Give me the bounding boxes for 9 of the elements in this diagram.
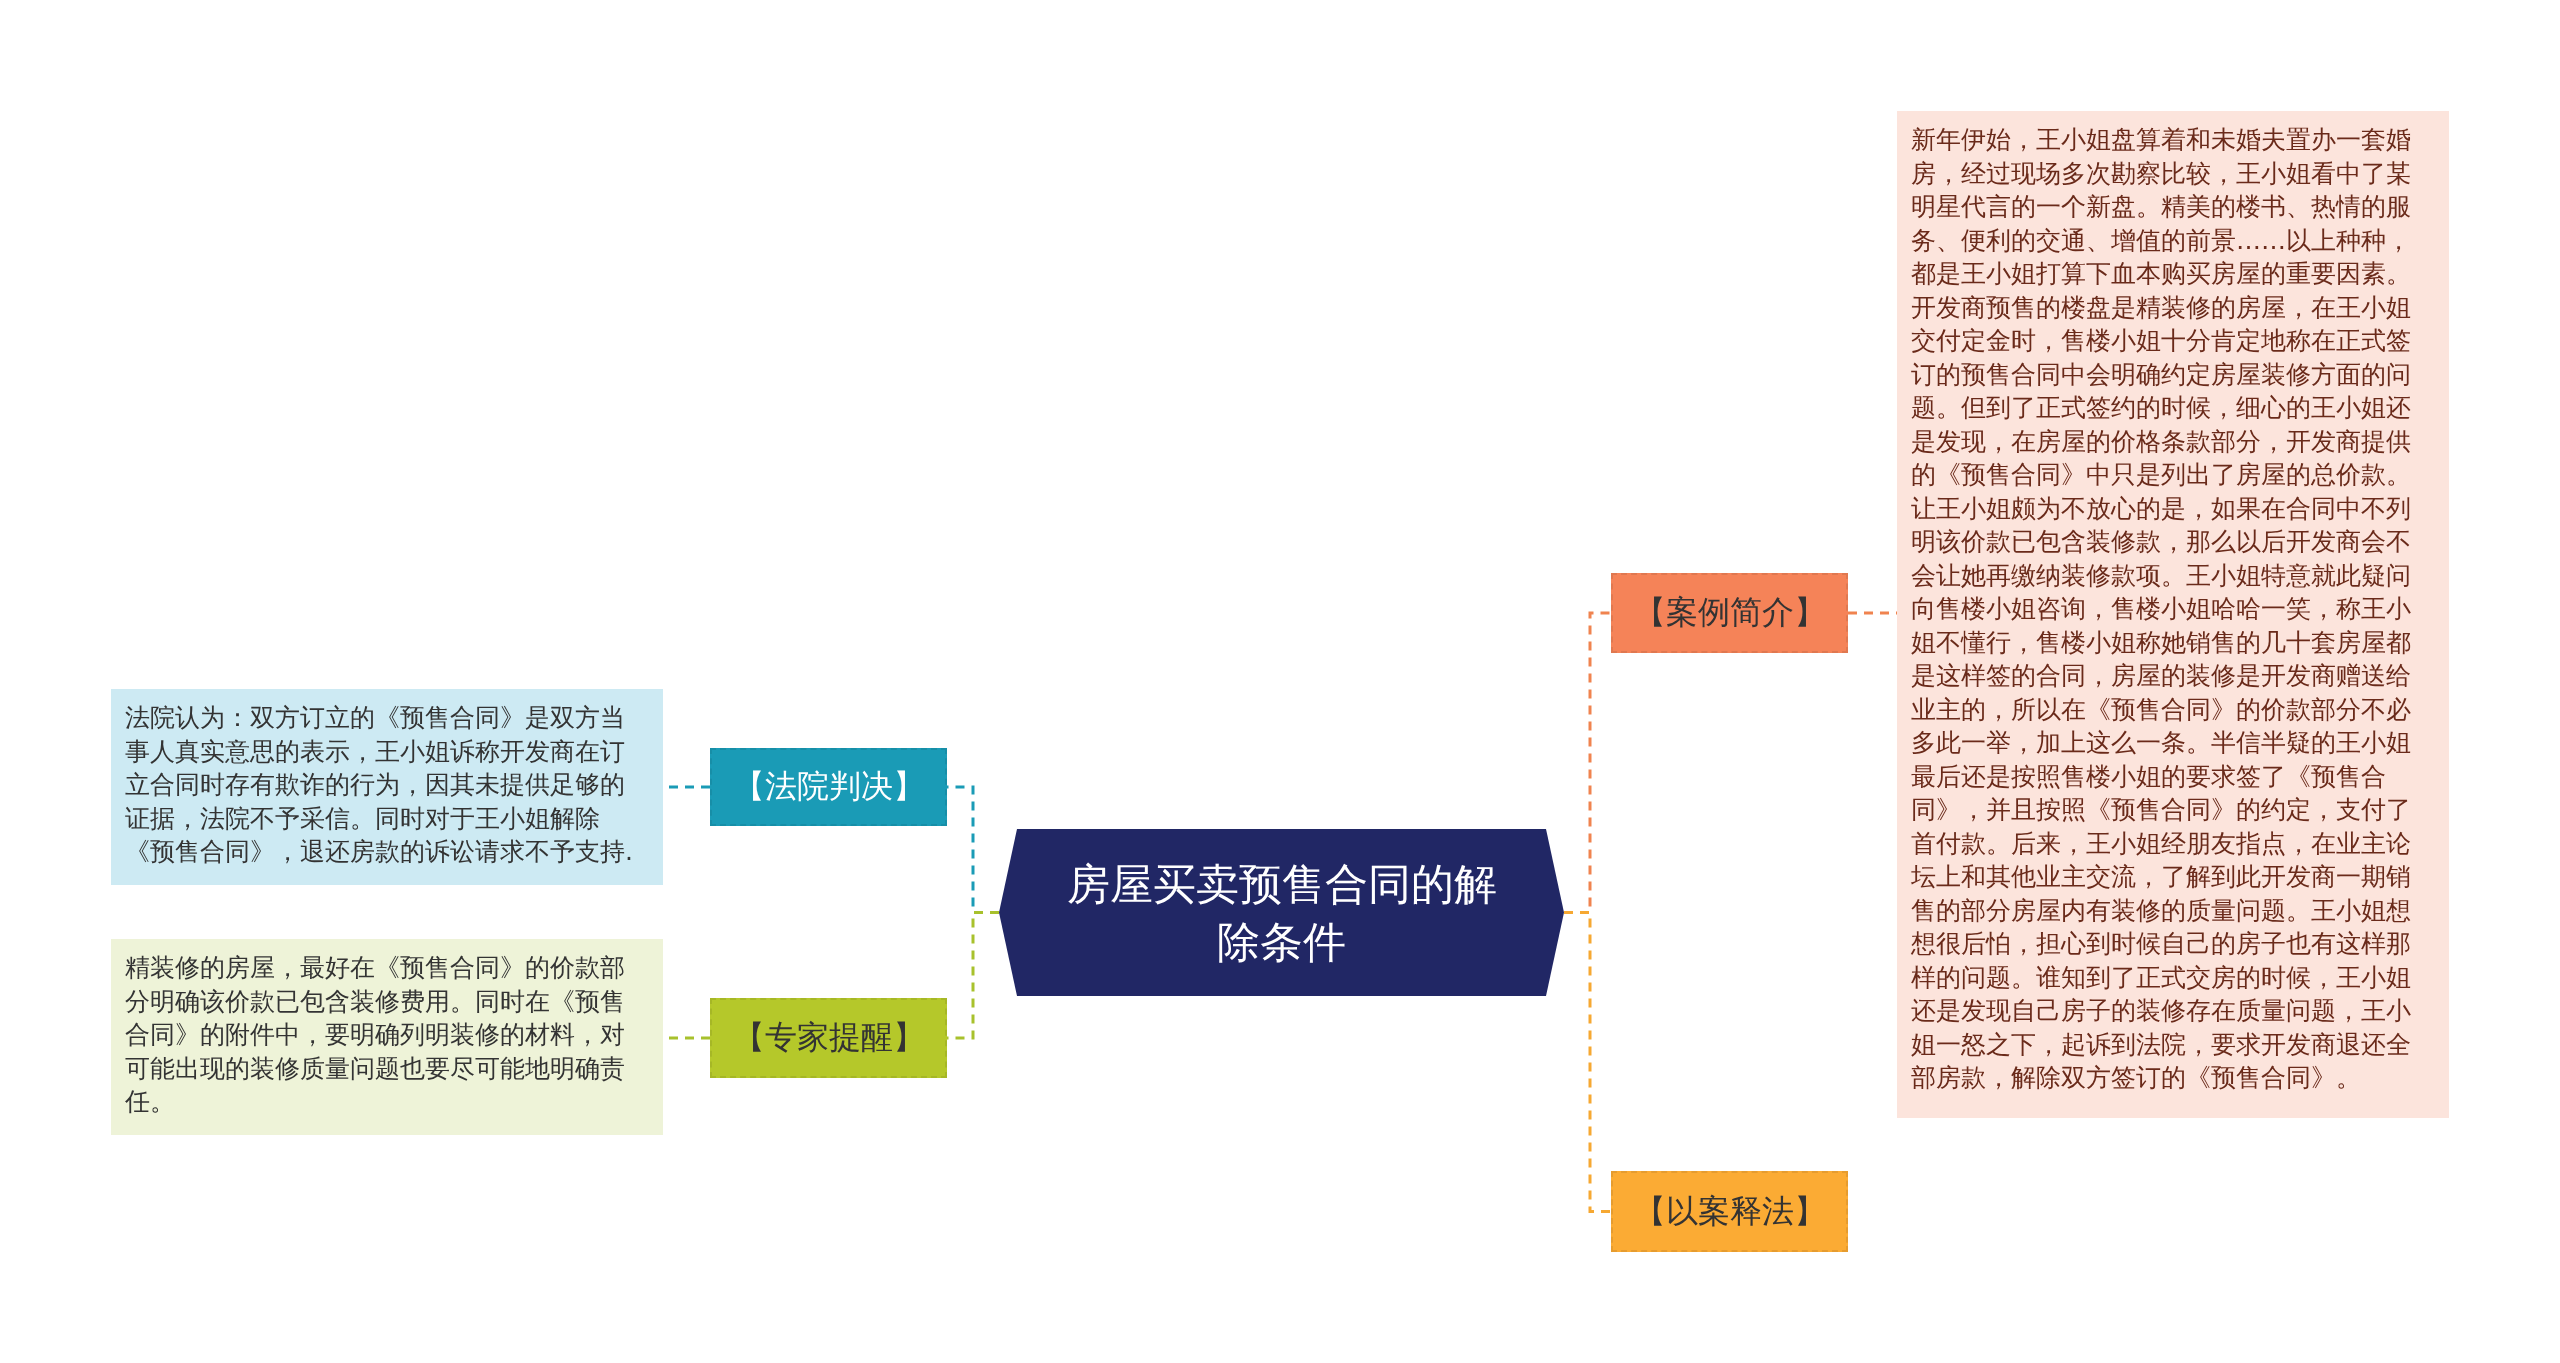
note-box: 法院认为：双方订立的《预售合同》是双方当事人真实意思的表示，王小姐诉称开发商在订立合同时存有欺诈的行为，因其未提供足够的证据，法院不予采信。同时对于王小姐解除《预售合同》，退还房款的诉讼请求不予支持.: [111, 689, 663, 885]
branch-box: 【以案释法】: [1611, 1171, 1848, 1252]
note-box: 精装修的房屋，最好在《预售合同》的价款部分明确该价款已包含装修费用。同时在《预售合同》的附件中，要明确列明装修的材料，对可能出现的装修质量问题也要尽可能地明确责任。: [111, 939, 663, 1135]
branch-box: 【法院判决】: [710, 748, 947, 826]
topic-hexagon: 房屋买卖预售合同的解除条件: [999, 829, 1564, 996]
connector-line: [1564, 911, 1611, 1213]
branch-box: 【专家提醒】: [710, 998, 947, 1078]
branch-box: 【案例简介】: [1611, 573, 1848, 653]
note-box: 新年伊始，王小姐盘算着和未婚夫置办一套婚房，经过现场多次勘察比较，王小姐看中了某明星代言的一个新盘。精美的楼书、热情的服务、便利的交通、增值的前景……以上种种，都是王小姐打算下血本购买房屋的重要因素。开发商预售的楼盘是精装修的房屋，在王小姐交付定金时，售楼小姐十分肯定地称在正式签订的预售合同中会明确约定房屋装修方面的问题。但到了正式签约的时候，细心的王小姐还是发现，在房屋的价格条款部分，开发商提供的《预售合同》中只是列出了房屋的总价款。让王小姐颇为不放心的是，如果在合同中不列明该价款已包含装修款，那么以后开发商会不会让她再缴纳装修款项。王小姐特意就此疑问向售楼小姐咨询，售楼小姐哈哈一笑，称王小姐不懂行，售楼小姐称她销售的几十套房屋都是这样签的合同，房屋的装修是开发商赠送给业主的，所以在《预售合同》的价款部分不必多此一举，加上这么一条。半信半疑的王小姐最后还是按照售楼小姐的要求签了《预售合同》，并且按照《预售合同》的约定，支付了首付款。后来，王小姐经朋友指点，在业主论坛上和其他业主交流，了解到此开发商一期销售的部分房屋内有装修的质量问题。王小姐想想很后怕，担心到时候自己的房子也有这样那样的问题。谁知到了正式交房的时候，王小姐还是发现自己房子的装修存在质量问题，王小姐一怒之下，起诉到法院，要求开发商退还全部房款，解除双方签订的《预售合同》。: [1897, 111, 2449, 1118]
